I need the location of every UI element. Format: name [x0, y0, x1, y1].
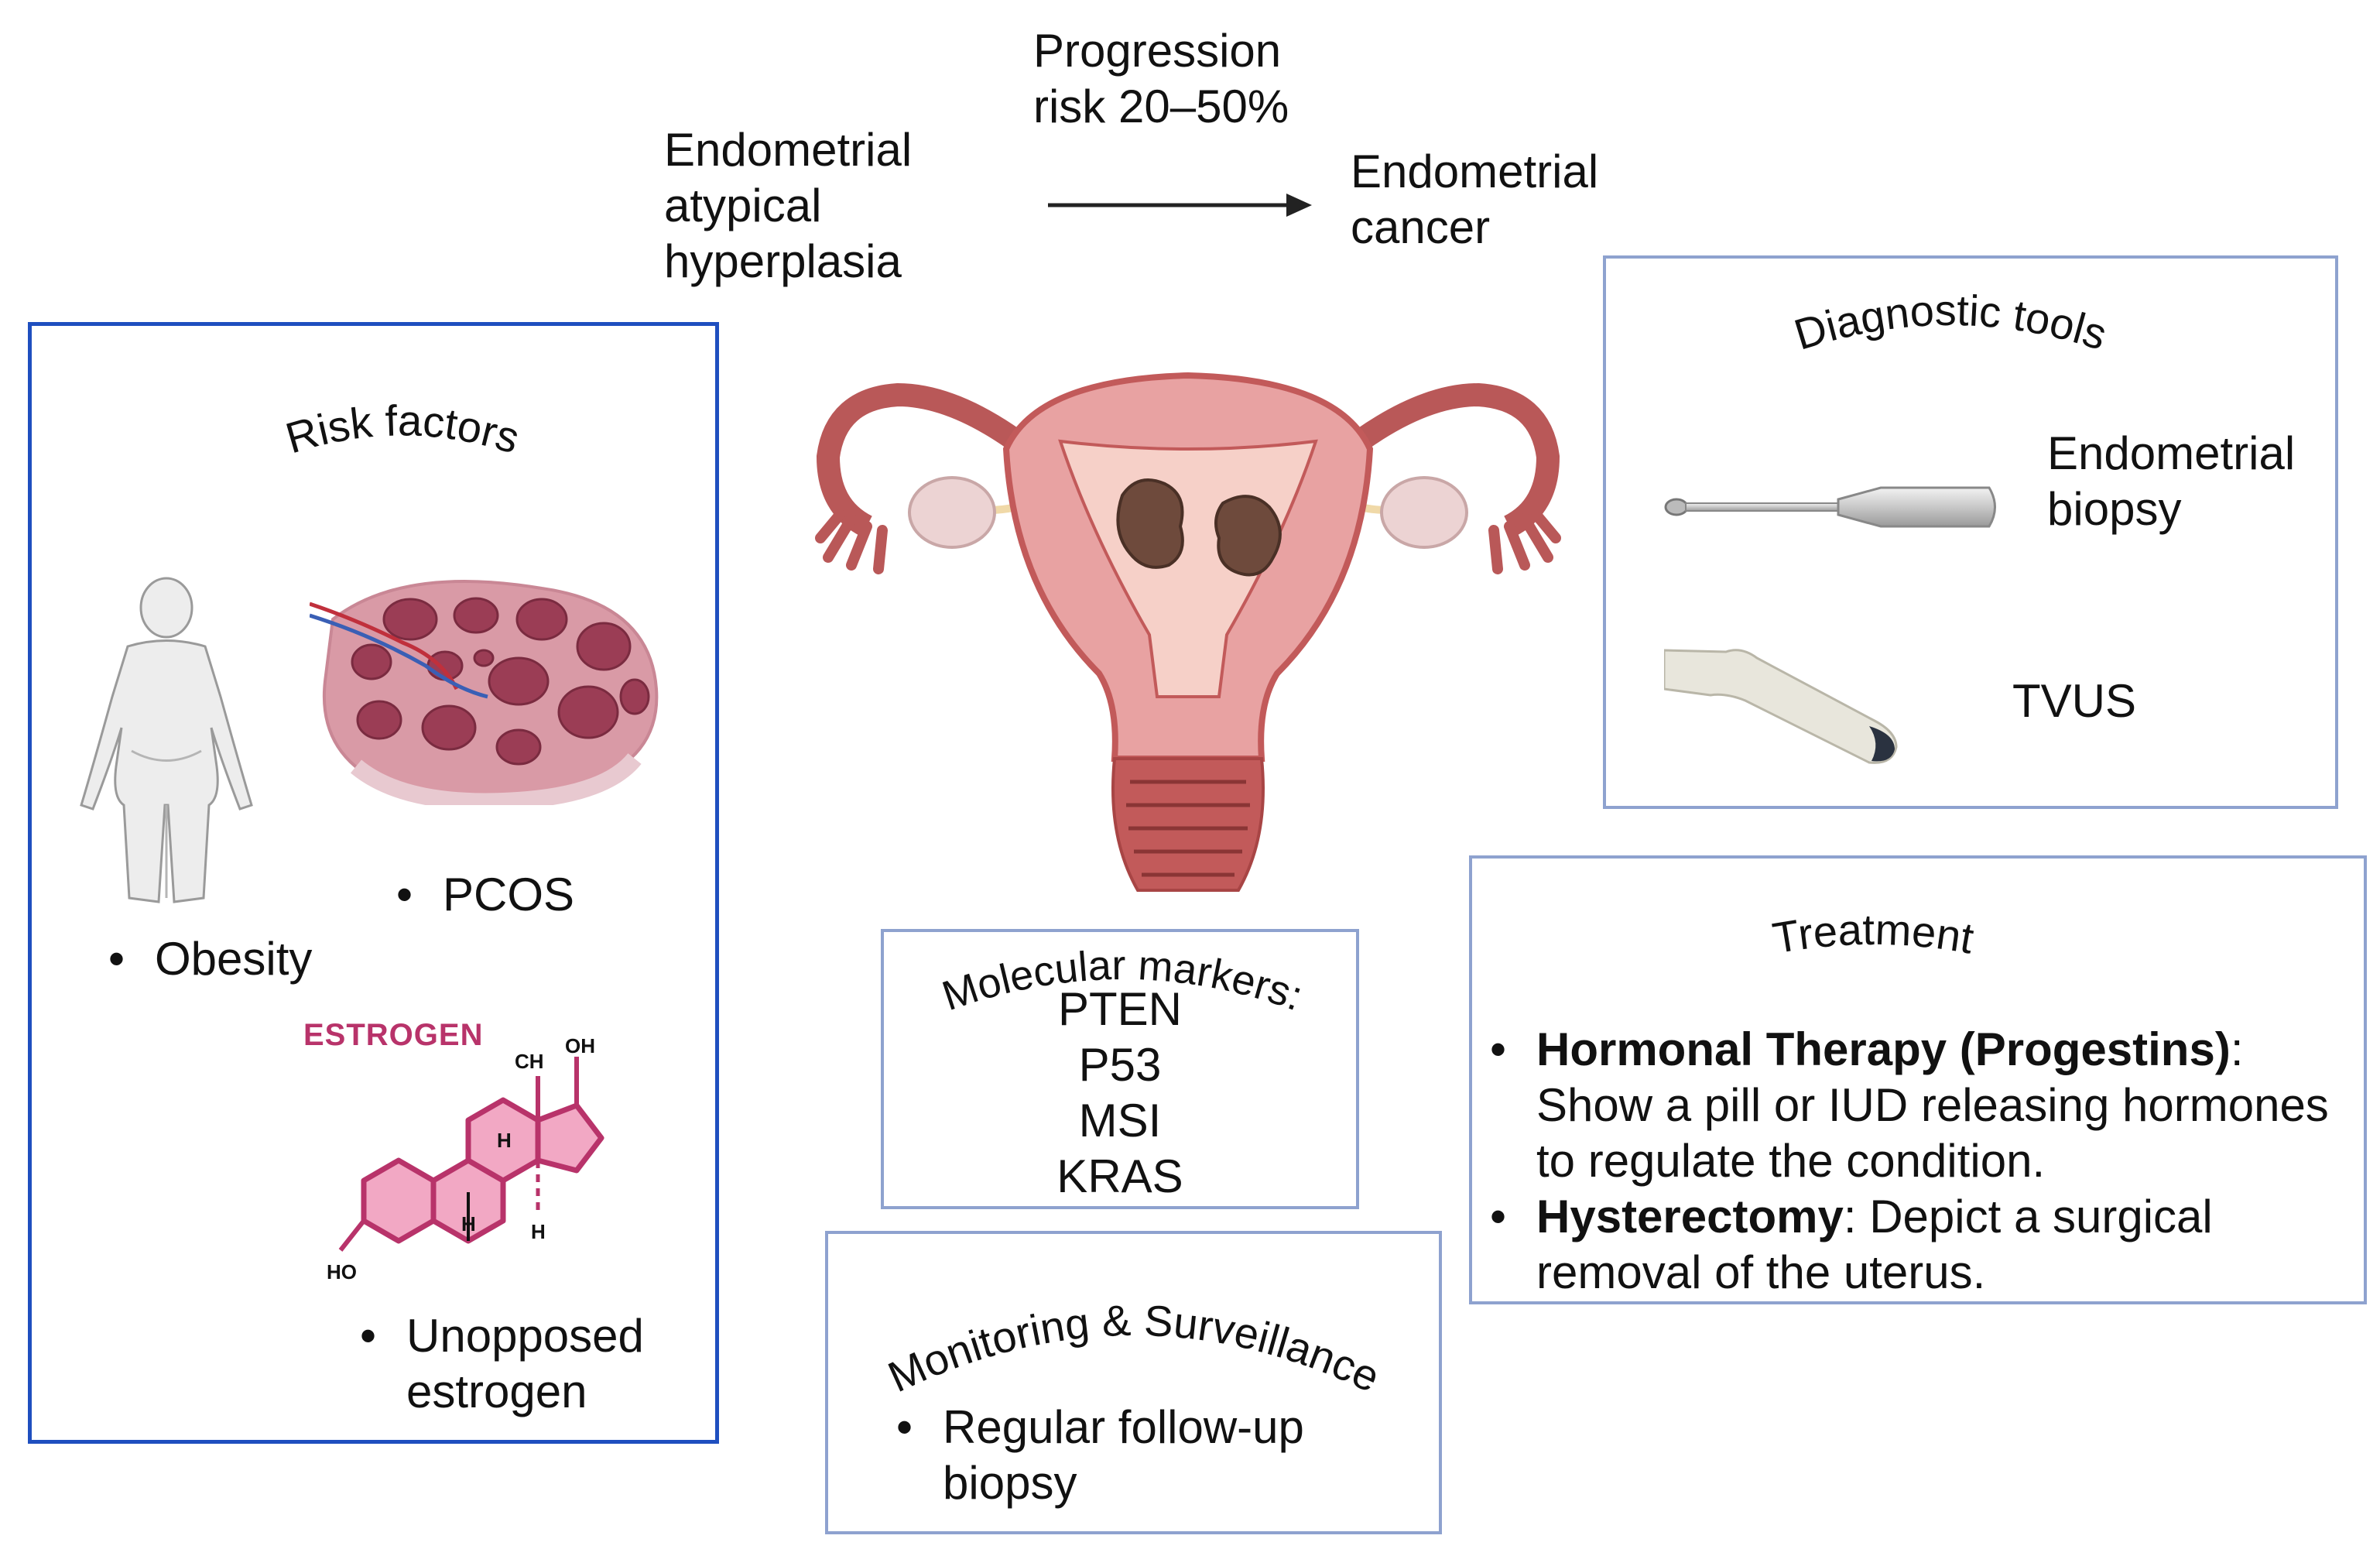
diagnostic-item-biopsy: Endometrial biopsy — [2047, 427, 2296, 535]
obese-figure-icon — [80, 577, 253, 903]
svg-text:Monitoring & Surveillance: Monitoring & Surveillance — [881, 1296, 1387, 1402]
molecule-label-h2: H — [461, 1212, 476, 1236]
diagnostic-tools-panel — [1603, 255, 2338, 809]
marker-kras: KRAS — [1056, 1150, 1183, 1202]
risk-factors-title: Risk factors — [280, 396, 525, 462]
treatment-list: Hormonal Therapy (Progestins): Show a pi… — [1490, 1022, 2357, 1301]
risk-item-obesity: Obesity — [108, 931, 372, 987]
to-label: Endometrial cancer — [1351, 146, 1599, 253]
molecule-label-h1: H — [497, 1129, 512, 1152]
progression-arrow — [1048, 194, 1312, 217]
treatment-item-hormonal: Hormonal Therapy (Progestins): Show a pi… — [1490, 1022, 2357, 1189]
biopsy-instrument-icon — [1664, 486, 1996, 528]
arrow-label: Progression risk 20–50% — [1033, 25, 1289, 132]
marker-msi: MSI — [1078, 1095, 1162, 1146]
marker-p53: P53 — [1078, 1039, 1162, 1091]
risk-item-pcos: PCOS — [396, 867, 652, 923]
from-label: Endometrial atypical hyperplasia — [664, 124, 913, 287]
svg-text:Risk factors: Risk factors — [280, 396, 525, 462]
molecule-label-h3: H — [531, 1220, 546, 1243]
diagnostic-item-tvus: TVUS — [2012, 675, 2137, 727]
uterus-illustration — [815, 372, 1561, 892]
svg-text:Diagnostic tools: Diagnostic tools — [1789, 286, 2112, 359]
treatment-panel — [1469, 855, 2367, 1304]
tvus-probe-icon — [1664, 649, 1898, 764]
molecule-label-ho: HO — [327, 1260, 357, 1284]
molecule-label-oh: OH — [565, 1034, 595, 1057]
monitoring-item: Regular follow-up biopsy — [896, 1400, 1330, 1511]
estrogen-caption: ESTROGEN — [303, 1018, 484, 1052]
pcos-ovary-icon — [310, 580, 659, 805]
molecule-label-ch: CH — [515, 1050, 544, 1073]
estrogen-molecule-icon: CH OH H H H HO — [327, 1034, 604, 1284]
treatment-item-hysterectomy: Hysterectomy: Depict a surgical removal … — [1490, 1189, 2357, 1301]
diagnostic-tools-title: Diagnostic tools — [1789, 286, 2112, 359]
risk-factors-panel — [28, 322, 719, 1444]
molecular-markers-title: Molecular markers: — [937, 942, 1309, 1020]
monitoring-panel — [825, 1231, 1442, 1534]
marker-pten: PTEN — [1057, 983, 1183, 1035]
risk-item-unopposed-estrogen: Unopposed estrogen — [360, 1308, 685, 1420]
molecular-markers-list: PTEN P53 MSI KRAS — [881, 982, 1359, 1205]
treatment-title: Treatment — [1769, 905, 1978, 963]
molecular-markers-panel — [881, 929, 1359, 1209]
svg-text:Treatment: Treatment — [1769, 905, 1978, 963]
monitoring-title: Monitoring & Surveillance — [881, 1296, 1387, 1402]
